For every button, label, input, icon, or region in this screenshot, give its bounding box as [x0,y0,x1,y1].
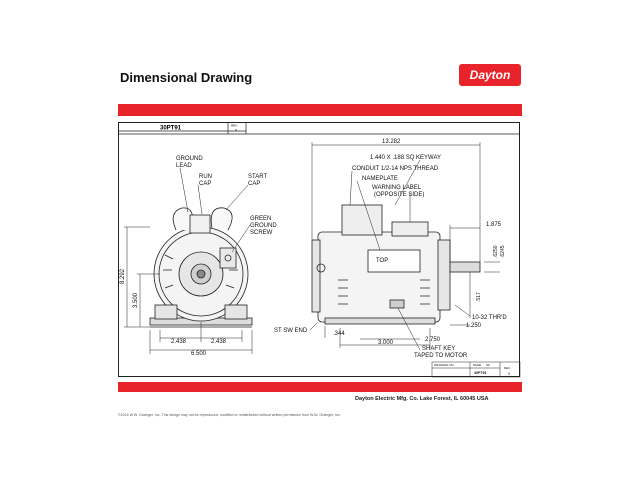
warning-label-1: WARNING LABEL [372,185,422,191]
run-cap-label-2: CAP [199,181,211,187]
bottom-rev-value: 0 [508,372,510,376]
ground-lead-label-2: LEAD [176,163,192,169]
start-cap-label-2: CAP [248,181,260,187]
dim-half-right: 2.438 [211,339,227,345]
dim-shaft-height: 3.500 [133,292,139,308]
copyright-notice: ©2016 W.W. Grainger, Inc. This design ma… [118,413,341,417]
dim-1250: 1.250 [466,323,482,329]
keyway-label: 1.440 X .188 SQ KEYWAY [370,155,441,161]
rev-value: 0 [235,129,237,133]
dim-shaft-dia-2: .6245 [500,245,506,258]
green-ground-screw-label-2: GROUND [250,223,277,229]
bottom-red-bar [118,382,522,392]
dim-2750: 2.750 [425,337,441,343]
start-cap-label-1: START [248,174,267,180]
dim-overall: 13.282 [382,139,401,145]
st-sw-end-label: ST SW END [274,328,308,334]
drawing-frame [118,122,520,377]
dim-3000: 3.000 [378,340,394,346]
top-label: TOP [376,258,388,264]
of-label: OF [486,363,490,367]
front-view [149,207,253,328]
side-view [311,204,481,325]
conduit-label: CONDUIT 1/2-14 NPS THREAD [352,166,439,172]
thread-label: 10-32 THR'D [472,315,507,321]
shaft-key-label-1: SHAFT KEY [422,346,455,352]
side-view-labels: 13.282 1.440 X .188 SQ KEYWAY CONDUIT 1/… [274,139,507,359]
dim-344: .344 [333,331,345,337]
warning-label-2: (OPPOSITE SIDE) [374,192,424,198]
bottom-title-block [431,361,521,378]
page-label: PAGE [473,363,481,367]
green-ground-screw-label-1: GREEN [250,216,271,222]
dim-half-left: 2.438 [171,339,187,345]
nameplate-label: NAMEPLATE [362,176,398,182]
dim-width: 6.500 [191,351,207,357]
dayton-logo: Dayton [459,64,521,86]
title-block: 30PT91 REV. 0 [118,122,520,135]
top-red-bar [118,104,522,116]
green-ground-screw-label-3: SCREW [250,230,273,236]
dim-height: 8.292 [120,268,126,284]
dim-shaft-dia-1: .6250 [493,245,499,258]
front-view-labels: GROUND LEAD RUN CAP START CAP GREEN GROU… [120,156,277,357]
ground-lead-label-1: GROUND [176,156,203,162]
model-number: 30PT91 [160,126,182,132]
bottom-rev-label: REV. [504,366,511,370]
drawing-no-label: DRAWING NO. [434,363,455,367]
side-view-leaders [309,142,500,351]
drawing-no-value: 30PT91 [474,371,487,375]
dim-shaft-length: 1.875 [486,222,502,228]
rev-label: REV. [231,124,238,128]
run-cap-label-1: RUN [199,174,212,180]
page-title: Dimensional Drawing [120,70,253,85]
dim-517: .517 [476,292,482,302]
shaft-key-label-2: TAPED TO MOTOR [414,353,468,359]
front-view-leaders [124,167,253,354]
company-footer: Dayton Electric Mfg. Co. Lake Forest, IL… [355,396,489,402]
